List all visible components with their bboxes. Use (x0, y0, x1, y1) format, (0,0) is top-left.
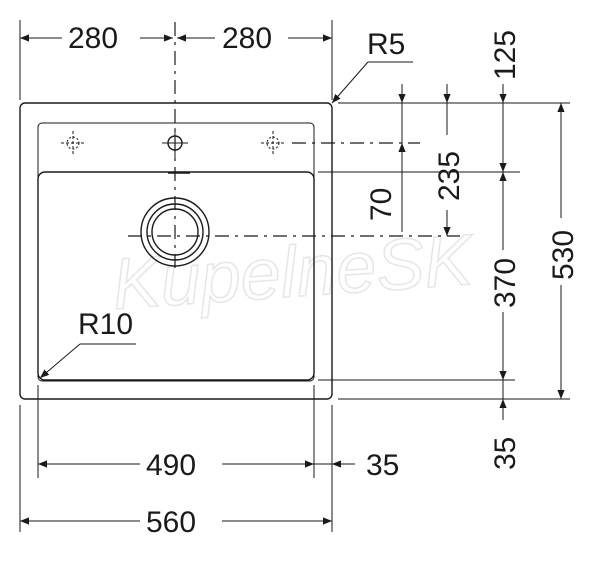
dim-r5: R5 (367, 28, 405, 61)
dim-490: 490 (146, 449, 196, 482)
dim-235: 235 (433, 151, 466, 201)
top-width-dimension (19, 20, 333, 100)
dim-70: 70 (365, 188, 398, 221)
dim-280-right: 280 (222, 22, 272, 55)
dim-530: 530 (547, 230, 580, 280)
bottom-bowl-width-dimension (19, 385, 355, 532)
dim-280-left: 280 (68, 22, 118, 55)
tap-hole-right-icon (261, 131, 285, 155)
r5-leader (331, 61, 413, 104)
sink-outline (19, 102, 333, 400)
dim-35-horizontal: 35 (366, 449, 399, 482)
dim-r10: R10 (78, 308, 133, 341)
r10-leader (39, 343, 136, 379)
dim-125: 125 (489, 30, 522, 80)
dim-35-vertical: 35 (489, 437, 522, 470)
tap-hole-left-icon (61, 131, 85, 155)
right-extension-lines (318, 102, 570, 400)
dim-370: 370 (489, 258, 522, 308)
dim-560: 560 (146, 506, 196, 539)
